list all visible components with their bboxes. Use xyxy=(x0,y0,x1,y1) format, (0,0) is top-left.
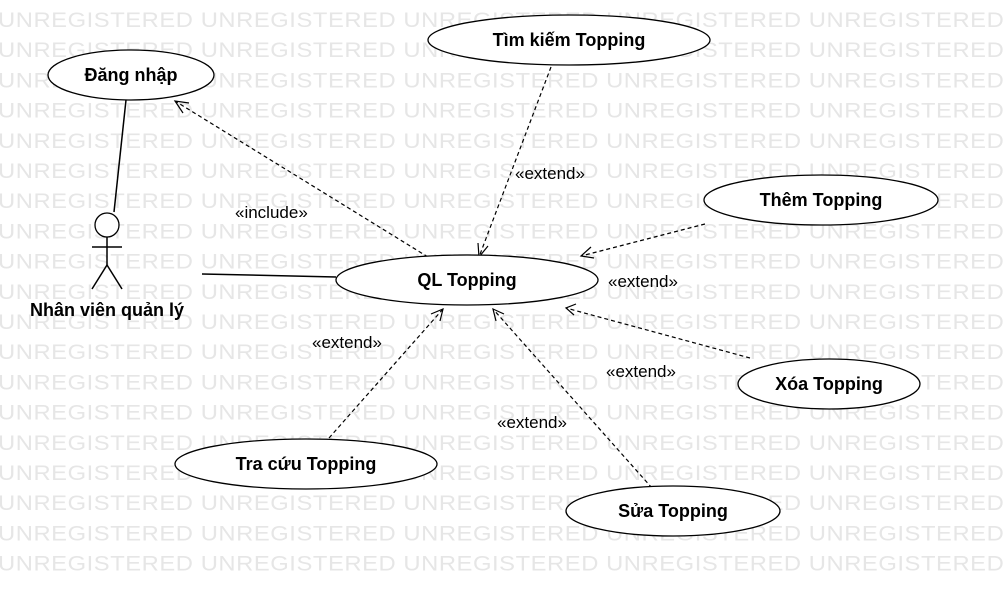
usecase-add-label: Thêm Topping xyxy=(760,190,883,210)
actor-name: Nhân viên quản lý xyxy=(30,300,184,320)
usecase-lookup-label: Tra cứu Topping xyxy=(236,454,377,474)
extend-label-add: «extend» xyxy=(608,272,678,291)
watermark-row: UNREGISTERED UNREGISTERED UNREGISTERED U… xyxy=(0,492,1007,515)
watermark-row: UNREGISTERED UNREGISTERED UNREGISTERED U… xyxy=(0,130,1007,153)
usecase-manage[interactable]: QL Topping xyxy=(335,254,599,306)
usecase-add[interactable]: Thêm Topping xyxy=(703,174,939,226)
watermark-row: UNREGISTERED UNREGISTERED UNREGISTERED U… xyxy=(0,553,1007,576)
include-login-dependency xyxy=(173,100,429,258)
usecase-delete-label: Xóa Topping xyxy=(775,374,883,394)
extend-lookup-dependency xyxy=(328,307,444,439)
extend-label-edit: «extend» xyxy=(497,413,567,432)
watermark-row: UNREGISTERED UNREGISTERED UNREGISTERED U… xyxy=(0,69,1007,92)
include-label: «include» xyxy=(235,203,308,222)
watermark-row: UNREGISTERED UNREGISTERED UNREGISTERED U… xyxy=(0,432,1007,455)
extend-label-delete: «extend» xyxy=(606,362,676,381)
usecase-edit[interactable]: Sửa Topping xyxy=(565,485,781,537)
extend-label-lookup: «extend» xyxy=(312,333,382,352)
usecase-search[interactable]: Tìm kiếm Topping xyxy=(427,14,711,66)
usecase-search-label: Tìm kiếm Topping xyxy=(493,30,646,50)
watermark-row: UNREGISTERED UNREGISTERED UNREGISTERED U… xyxy=(0,160,1007,183)
usecase-delete[interactable]: Xóa Topping xyxy=(737,358,921,410)
usecase-manage-label: QL Topping xyxy=(417,270,516,290)
watermark-row: UNREGISTERED UNREGISTERED UNREGISTERED U… xyxy=(0,462,1007,485)
usecase-login[interactable]: Đăng nhập xyxy=(47,49,215,101)
watermark-row: UNREGISTERED UNREGISTERED UNREGISTERED U… xyxy=(0,100,1007,123)
extend-edit-dependency xyxy=(492,307,653,489)
watermark-row: UNREGISTERED UNREGISTERED UNREGISTERED U… xyxy=(0,402,1007,425)
watermark-row: UNREGISTERED UNREGISTERED UNREGISTERED U… xyxy=(0,341,1007,364)
usecase-edit-label: Sửa Topping xyxy=(618,501,728,521)
usecase-login-label: Đăng nhập xyxy=(85,65,178,85)
watermark-row: UNREGISTERED UNREGISTERED UNREGISTERED U… xyxy=(0,522,1007,545)
actor-figure xyxy=(91,212,123,290)
watermark-row: UNREGISTERED UNREGISTERED UNREGISTERED U… xyxy=(0,220,1007,243)
extend-add-dependency xyxy=(579,223,706,259)
extend-delete-dependency xyxy=(564,303,751,359)
extend-label-search: «extend» xyxy=(515,164,585,183)
usecase-lookup[interactable]: Tra cứu Topping xyxy=(174,438,438,490)
watermark-row: UNREGISTERED UNREGISTERED UNREGISTERED U… xyxy=(0,311,1007,334)
association-actor-manage xyxy=(201,273,337,278)
association-actor-login xyxy=(113,99,127,213)
